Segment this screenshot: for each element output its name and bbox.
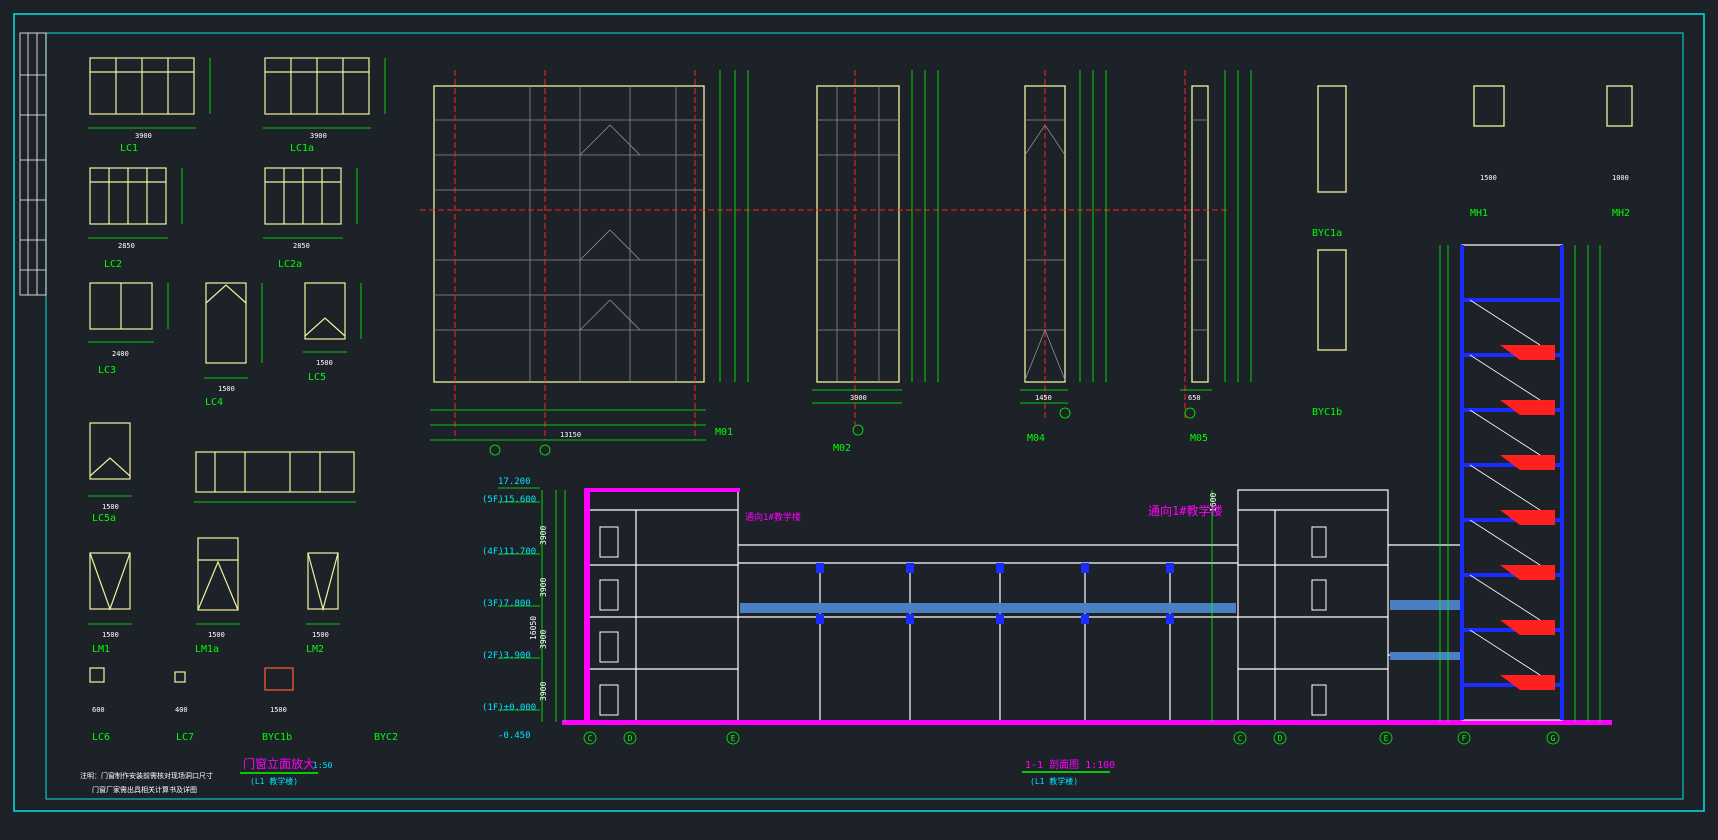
window-dim-text: 1500 xyxy=(312,631,329,639)
window-dim-text: 400 xyxy=(175,706,188,714)
door-label: M02 xyxy=(833,443,851,454)
section-subtitle: (L1 教学楼) xyxy=(1030,776,1078,786)
window-label: LC1a xyxy=(290,143,314,154)
hatch-label: MH2 xyxy=(1612,208,1630,219)
storey-height: 1600 xyxy=(1209,493,1218,512)
door-dims xyxy=(430,70,1252,441)
axis-label: C xyxy=(588,734,593,743)
door-elevations xyxy=(433,85,1633,383)
stair-tower xyxy=(1460,244,1564,721)
storey-height: 3900 xyxy=(539,630,548,649)
window-label: LC2a xyxy=(278,259,302,270)
window-elevations xyxy=(89,57,370,691)
window-label: LC7 xyxy=(176,732,194,743)
door-window-scale: 1:50 xyxy=(313,761,332,770)
axis-label: D xyxy=(628,734,633,743)
door-window-subtitle: (L1 教学楼) xyxy=(250,776,298,786)
door-window-title: 门窗立面放大 xyxy=(243,756,315,771)
axis-label: E xyxy=(731,734,736,743)
axis-label: C xyxy=(1238,734,1243,743)
hatch-label: MH1 xyxy=(1470,208,1488,219)
door-dim-text: 3000 xyxy=(850,394,867,402)
storey-height: 3900 xyxy=(539,682,548,701)
window-label: BYC1b xyxy=(262,732,292,743)
window-label: BYC2 xyxy=(374,732,398,743)
louver-label: BYC1b xyxy=(1312,407,1342,418)
level-label: -0.450 xyxy=(498,731,531,741)
axis-bubbles-top xyxy=(489,407,1196,456)
door-label: M01 xyxy=(715,427,733,438)
window-label: LM1 xyxy=(92,644,110,655)
window-dim-text: 3900 xyxy=(310,132,327,140)
section-parapets xyxy=(562,488,1612,725)
window-dim-text: 1500 xyxy=(208,631,225,639)
axis-label: D xyxy=(1278,734,1283,743)
level-label: (2F)3.900 xyxy=(482,651,531,661)
axis-label: E xyxy=(1384,734,1389,743)
title-strip xyxy=(19,32,47,296)
window-label: LC3 xyxy=(98,365,116,376)
door-axes xyxy=(420,70,1230,440)
section-annotation-right: 通向1#教学楼 xyxy=(1148,503,1222,518)
section-annotation-left: 通向1#教学楼 xyxy=(745,511,801,523)
window-label: LC2 xyxy=(104,259,122,270)
level-label: (5F)15.600 xyxy=(482,495,536,505)
window-dim-text: 2850 xyxy=(293,242,310,250)
axis-label: G xyxy=(1551,734,1556,743)
window-label: LC6 xyxy=(92,732,110,743)
sheet-border xyxy=(13,13,1705,812)
window-dims xyxy=(88,58,386,625)
window-dim-text: 1500 xyxy=(218,385,235,393)
window-label: LM2 xyxy=(306,644,324,655)
section-title: 1-1 剖面图 1:100 xyxy=(1025,758,1115,771)
door-label: M05 xyxy=(1190,433,1208,444)
window-label: LC5 xyxy=(308,372,326,383)
window-dim-text: 1500 xyxy=(102,631,119,639)
door-dim-text: 1450 xyxy=(1035,394,1052,402)
door-label: M04 xyxy=(1027,433,1045,444)
window-dim-text: 1500 xyxy=(316,359,333,367)
axis-bubbles-bottom xyxy=(583,731,1560,745)
window-dim-text: 1500 xyxy=(270,706,287,714)
window-dim-text: 3900 xyxy=(135,132,152,140)
section-level-ticks xyxy=(498,487,1213,722)
level-label: 17.200 xyxy=(498,477,531,487)
level-label: (3F)7.800 xyxy=(482,599,531,609)
window-dim-text: 2400 xyxy=(112,350,129,358)
window-dim-text: 2850 xyxy=(118,242,135,250)
storey-height: 3900 xyxy=(539,578,548,597)
level-label: (1F)±0.000 xyxy=(482,703,536,713)
section-corridor-glazing xyxy=(740,600,1460,660)
total-height: 16050 xyxy=(529,616,538,640)
stair-dims xyxy=(1439,245,1601,722)
window-label: LC1 xyxy=(120,143,138,154)
door-dim-text: 650 xyxy=(1188,394,1201,402)
window-dim-text: 600 xyxy=(92,706,105,714)
axis-label: F xyxy=(1462,734,1467,743)
level-label: (4F)11.700 xyxy=(482,547,536,557)
general-note: 门窗厂家需出具相关计算书及详图 xyxy=(92,785,197,794)
window-label: LM1a xyxy=(195,644,219,655)
window-label: LC5a xyxy=(92,513,116,524)
door-dim-text: 13150 xyxy=(560,431,581,439)
louver-label: BYC1a xyxy=(1312,228,1342,239)
drawing-frame xyxy=(45,32,1684,800)
section-windows xyxy=(599,526,1327,716)
general-note: 注明：门窗制作安装前需核对现场洞口尺寸 xyxy=(80,771,213,780)
window-dim-text: 1500 xyxy=(102,503,119,511)
hatch-dim-text: 1000 xyxy=(1612,174,1629,182)
section-columns xyxy=(816,563,1174,624)
door-mullions xyxy=(434,86,1208,382)
storey-height: 3900 xyxy=(539,526,548,545)
hatch-dim-text: 1500 xyxy=(1480,174,1497,182)
window-label: LC4 xyxy=(205,397,223,408)
